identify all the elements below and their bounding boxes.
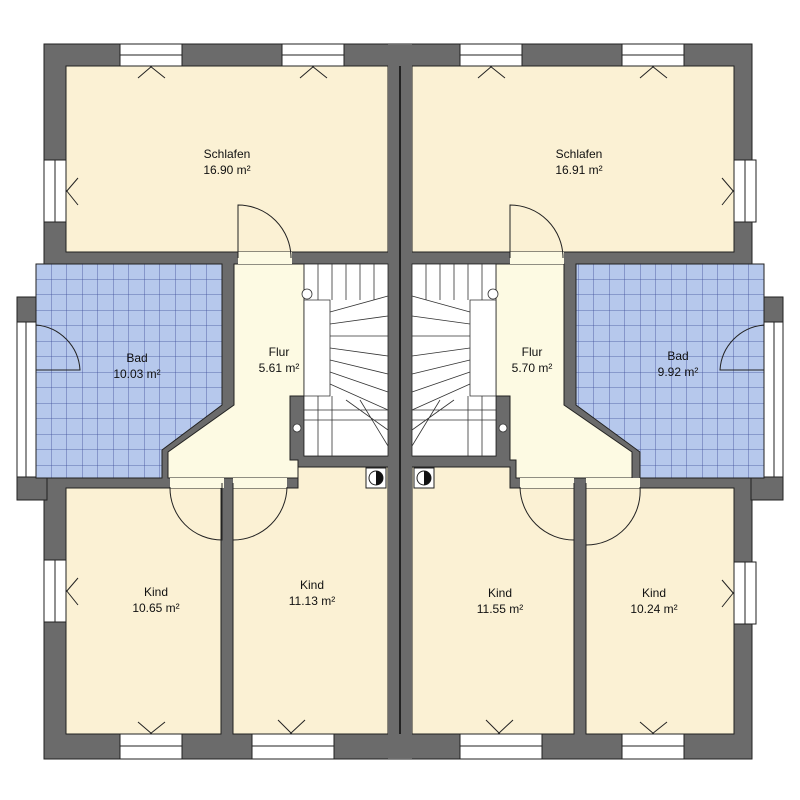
door-swing-icon — [509, 204, 564, 259]
room-labels: Schlafen 16.90 m² Schlafen 16.91 m² Bad … — [113, 147, 698, 616]
doors — [35, 204, 765, 546]
room-kind-4 — [585, 487, 735, 735]
window-icon — [43, 159, 79, 223]
room-schlafen-right — [411, 65, 735, 253]
door-swing-icon — [232, 483, 288, 541]
room-label-bad-left: Bad — [126, 351, 147, 365]
door-opening — [233, 478, 287, 488]
door-opening — [238, 252, 292, 264]
door-swing-icon — [237, 204, 292, 259]
door-opening — [170, 478, 224, 488]
room-label-kind-2: Kind — [300, 578, 324, 592]
room-kind-3 — [411, 466, 575, 735]
room-label-kind-1: Kind — [144, 585, 168, 599]
window-icon — [721, 561, 757, 625]
room-label-flur-right: Flur — [522, 345, 543, 359]
door-opening — [520, 478, 574, 488]
window-icon — [621, 721, 685, 760]
stair-steps-left — [292, 263, 389, 457]
room-label-schlafen-left: Schlafen — [204, 147, 251, 161]
door-swing-icon — [519, 483, 575, 541]
window-icon — [281, 43, 345, 79]
window-icon — [43, 559, 79, 623]
meter-icon — [413, 467, 435, 489]
room-area-kind-3: 11.55 m² — [477, 602, 523, 616]
room-area-kind-2: 11.13 m² — [289, 594, 335, 608]
room-area-kind-1: 10.65 m² — [132, 601, 179, 615]
window-icon — [16, 321, 37, 478]
meter-icon — [365, 467, 387, 489]
room-label-kind-4: Kind — [642, 586, 666, 600]
door-swing-icon — [169, 483, 223, 541]
window-icon — [459, 43, 523, 79]
window-icon — [721, 159, 757, 223]
door-opening — [510, 252, 564, 264]
party-wall — [388, 44, 412, 759]
room-area-flur-left: 5.61 m² — [259, 361, 300, 375]
window-icon — [119, 43, 183, 79]
window-icon — [119, 721, 183, 760]
room-area-schlafen-left: 16.90 m² — [203, 163, 250, 177]
meter-icons — [365, 467, 435, 489]
room-area-flur-right: 5.70 m² — [512, 361, 553, 375]
room-flur-right — [495, 263, 633, 479]
windows — [16, 43, 784, 760]
room-label-bad-right: Bad — [667, 349, 688, 363]
door-swing-icon — [35, 324, 81, 371]
room-bad-left — [35, 263, 223, 479]
room-area-kind-4: 10.24 m² — [630, 602, 677, 616]
room-schlafen-left — [65, 65, 389, 253]
window-icon — [251, 719, 335, 760]
door-opening — [586, 478, 640, 488]
room-area-schlafen-right: 16.91 m² — [555, 163, 602, 177]
room-label-flur-left: Flur — [269, 345, 290, 359]
window-icon — [621, 43, 685, 79]
window-icon — [459, 719, 543, 760]
room-label-schlafen-right: Schlafen — [556, 147, 603, 161]
door-swing-icon — [585, 483, 641, 546]
stair-steps-right — [411, 263, 508, 457]
room-area-bad-left: 10.03 m² — [113, 367, 160, 381]
door-swing-icon — [719, 324, 765, 371]
room-label-kind-3: Kind — [488, 586, 512, 600]
room-area-bad-right: 9.92 m² — [658, 365, 699, 379]
window-icon — [763, 321, 784, 478]
